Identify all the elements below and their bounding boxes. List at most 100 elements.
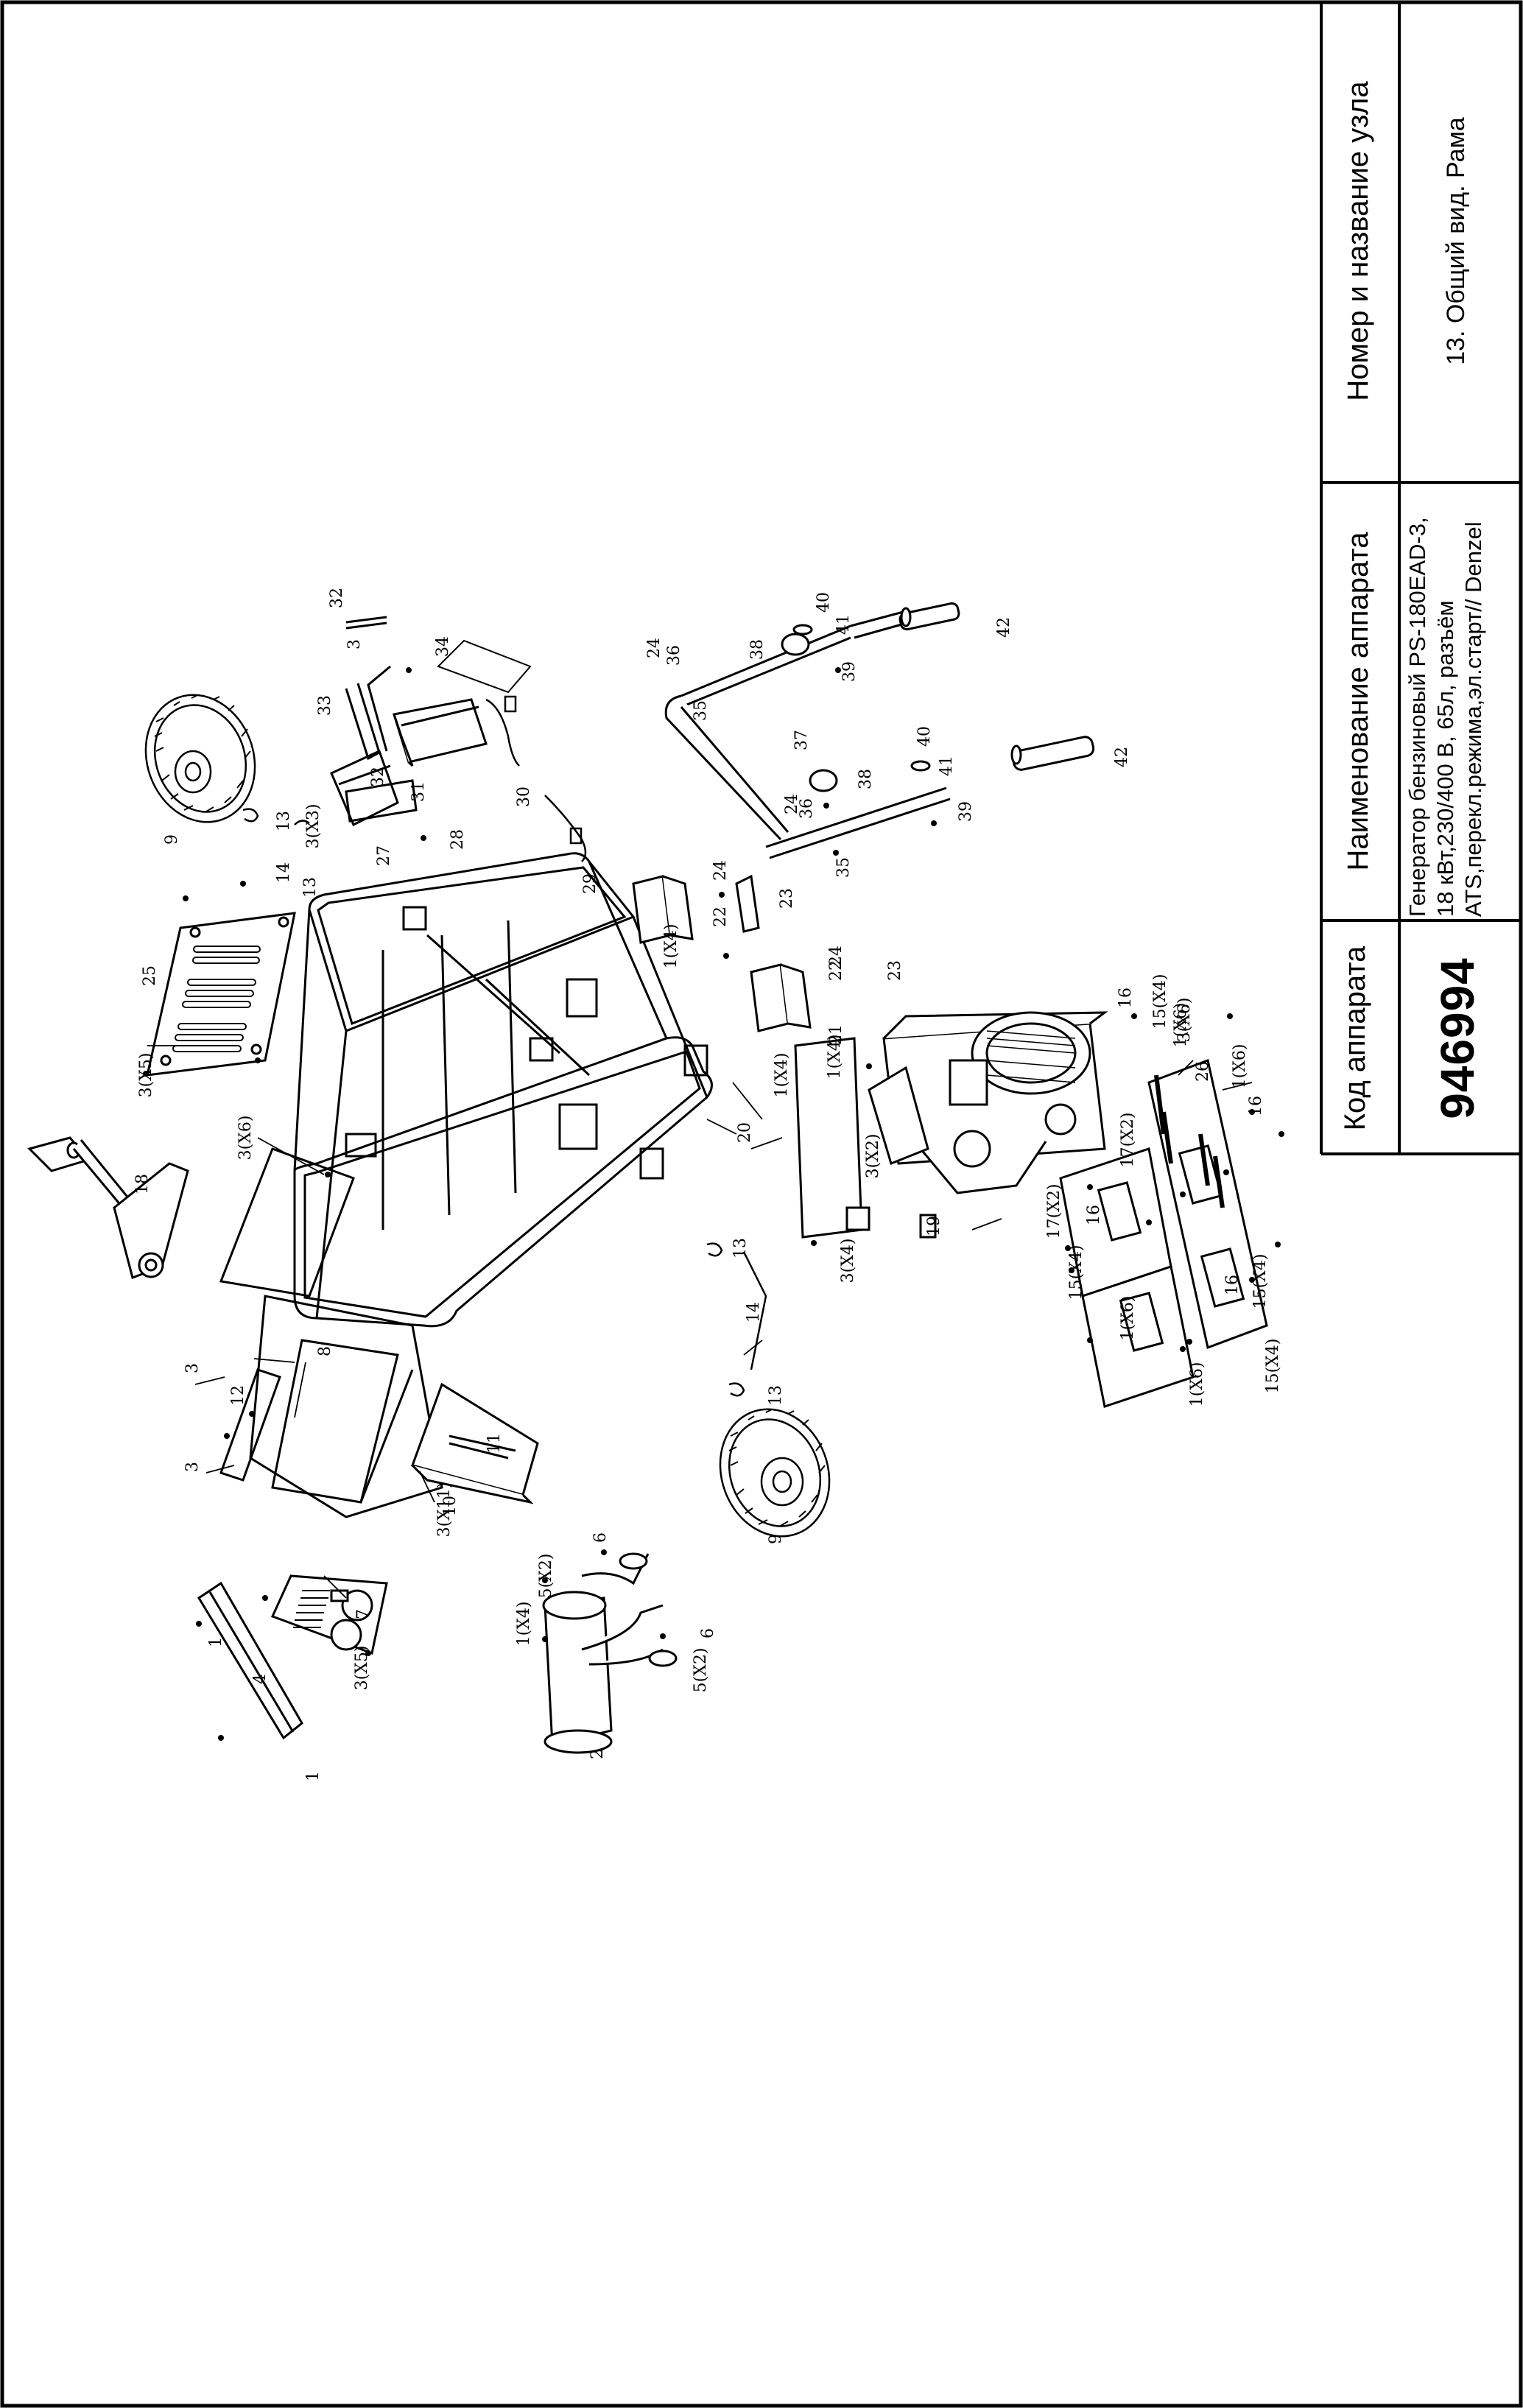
callout-text: 28 [449,829,467,850]
bracket-22 [632,874,812,1032]
code-header: Код аппарата [1339,946,1371,1131]
wheel-icon [144,694,256,823]
engine-icon [868,1011,1108,1194]
name-line: ATS,перекл.режима,эл.старт// Denzel [1460,521,1486,917]
callout-text: 3(X5) [353,1646,371,1691]
callout-text: 38 [857,769,875,789]
callout-text: 33 [316,695,334,716]
name-header: Наименование аппарата [1342,532,1374,871]
callout-text: 1(X4) [773,1053,791,1098]
callout-text: 1(X4) [515,1602,533,1647]
callout-text: 13 [301,877,320,898]
callout-text: 20 [736,1122,754,1143]
callout-text: 15(X4) [1067,1245,1086,1300]
bracket-10 [411,1382,539,1504]
bracket-4 [197,1581,303,1740]
callout-text: 22 [711,906,730,927]
callout-text: 3(X2) [864,1134,882,1179]
callout-text: 26 [1194,1061,1212,1082]
callout-text: 1 [207,1637,225,1647]
leader-lines [147,1045,1253,1599]
callout-text: 5(X2) [537,1554,555,1599]
panel-icon [270,1574,388,1655]
callout-text: 15(X4) [1264,1339,1282,1394]
battery-icon [330,698,488,827]
callout-text: 1(X4) [662,924,680,969]
name-value: Генератор бензиновый PS-180EAD-3, 18 кВт… [1404,486,1488,917]
callout-text: 38 [748,639,767,660]
callout-text: 24 [711,860,730,881]
callout-text: 17(X2) [1119,1113,1137,1168]
callout-text: 37 [792,730,811,750]
callout-text: 3(X6) [236,1116,255,1161]
hardware [143,667,1284,1741]
name-line: 18 кВт,230/400 В, 65л, разъём [1432,600,1458,917]
callout-text: 24 [645,638,664,658]
callout-text: 3 [183,1363,202,1373]
callout-text: 1(X4) [826,1035,844,1080]
callout-text: 42 [1113,747,1131,767]
callout-text: 9 [767,1534,785,1544]
callout-text: 16 [1223,1275,1242,1295]
callout-text: 15(X4) [1251,1254,1270,1309]
callout-text: 16 [1247,1096,1265,1116]
callout-text: 21 [827,1024,845,1045]
callout-text: 1(X6) [1172,1003,1190,1048]
callout-text: 23 [886,960,904,981]
callout-text: 25 [141,965,159,986]
callout-text: 19 [925,1216,943,1236]
callout-text: 3(X4) [839,1239,857,1284]
callout-text: 3 [183,1462,202,1472]
callout-text: 1(X6) [1188,1362,1206,1407]
callout-text: 32 [369,767,387,787]
muffler-icon [542,1552,678,1754]
callout-text: 3(X11) [435,1482,454,1538]
callout-text: 13 [275,811,293,831]
callout-text: 6 [591,1532,610,1543]
node-header: Номер и название узла [1342,81,1374,401]
callout-text: 9 [163,834,181,845]
callout-text: 3 [345,639,364,649]
callout-text: 10 [441,1496,460,1516]
callout-text: 40 [815,592,833,613]
plate-12 [219,1339,414,1504]
cable-icon [485,695,587,862]
callout-text: 39 [957,801,975,822]
callout-text: 31 [409,781,428,802]
callout-text: 6 [699,1628,717,1638]
callout-text: 11 [485,1433,504,1454]
callout-text: 14 [275,862,293,883]
callout-text: 17(X2) [1045,1184,1063,1239]
callout-text: 7 [354,1609,373,1619]
callout-text: 13 [767,1385,785,1406]
callout-text: 2 [588,1749,607,1759]
lifting-eye-icon [27,1136,189,1279]
callout-text: 8 [316,1346,334,1356]
sheet-34 [437,639,532,694]
callout-text: 3(X5) [137,1053,155,1098]
wheel-icon [719,1408,831,1538]
spring-icon [1154,1074,1225,1208]
panel-21 [794,1037,937,1239]
callout-text: 18 [133,1174,152,1194]
panel-icon [146,912,296,1077]
handle-icon [664,602,1095,859]
callout-text: 42 [995,617,1013,638]
callout-text: 5(X2) [692,1648,710,1693]
battery-tray [345,616,418,823]
callout-text: 16 [1085,1205,1103,1225]
callout-text: 35 [692,700,710,721]
callout-text: 35 [834,857,853,878]
callout-text: 34 [434,636,452,657]
callout-text: 13 [731,1238,750,1258]
callout-text: 4 [251,1674,270,1684]
callout-text: 3(X6) [1175,998,1194,1043]
callout-text: 15(X4) [1151,974,1169,1029]
callout-text: 24 [783,794,801,814]
callout-text: 24 [827,946,845,966]
code-value: 946994 [1431,957,1484,1119]
callout-text: 29 [581,873,599,894]
callout-text: 40 [915,726,934,747]
